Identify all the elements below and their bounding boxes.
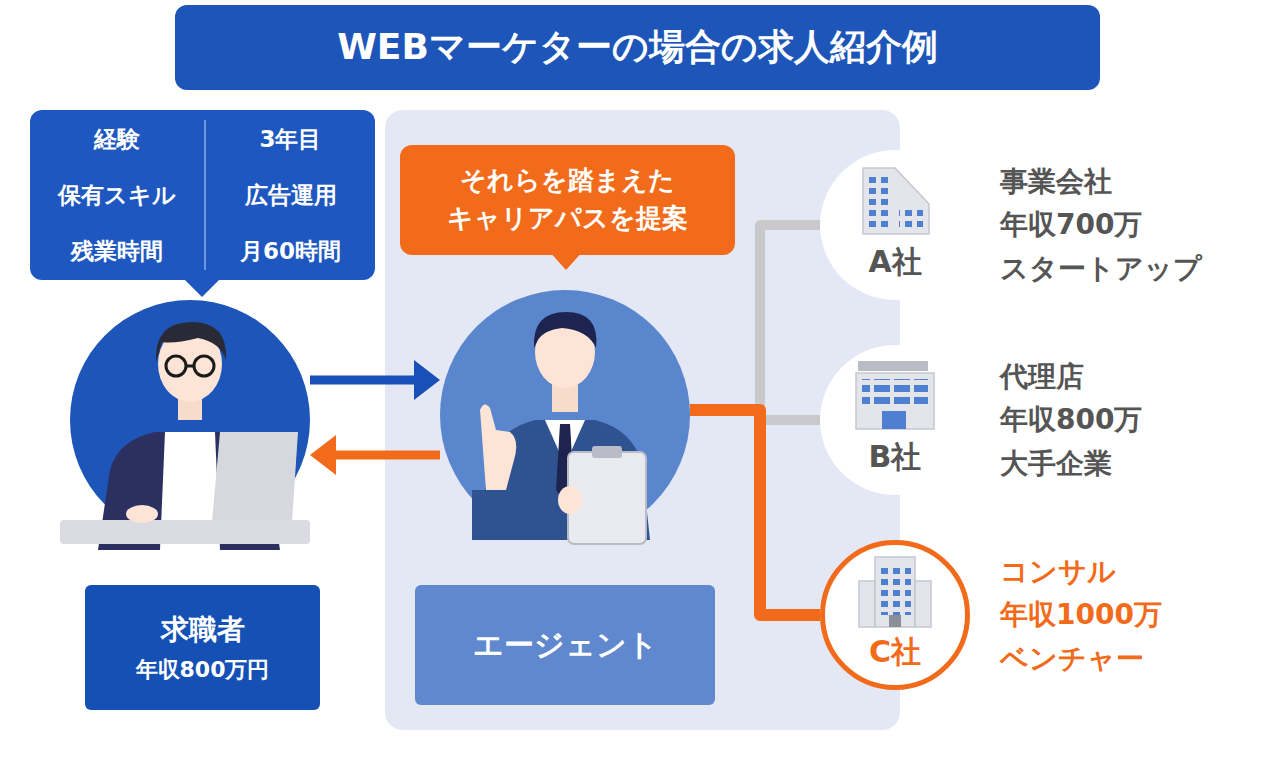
building-icon (855, 164, 935, 236)
proposal-callout: それらを踏まえた キャリアパスを提案 (400, 145, 735, 255)
job-seeker-text: 年収800万円 (136, 655, 270, 685)
table-cell: 経験 (30, 111, 204, 167)
title-banner: WEBマーケターの場合の求人紹介例 (175, 5, 1100, 90)
company-description: 事業会社 年収700万 スタートアップ (1000, 160, 1202, 290)
table-divider (204, 120, 206, 270)
company-name: A社 (820, 242, 970, 283)
job-seeker-text: 求職者 (161, 611, 245, 649)
connector-line (332, 451, 440, 460)
company-circle: B社代理店 年収800万 大手企業 (820, 345, 970, 495)
proposal-callout-text: それらを踏まえた キャリアパスを提案 (447, 162, 688, 237)
seeker-label-box: 求職者年収800万円 (85, 585, 320, 710)
building-icon (855, 555, 935, 631)
connector-line (310, 376, 418, 385)
connector (310, 435, 440, 475)
company-circle: A社事業会社 年収700万 スタートアップ (820, 150, 970, 300)
job-seeker-illustration (70, 300, 310, 550)
table-cell: 保有スキル (30, 167, 204, 223)
job-seeker: 求職者年収800万円 (70, 300, 310, 710)
agent-text: エージェント (473, 625, 658, 666)
building-icon (852, 359, 938, 431)
info-table: 経験 3年目保有スキル 広告運用残業時間 月60時間 (30, 110, 375, 280)
table-cell-text: 経験 (94, 124, 140, 155)
company-description: 代理店 年収800万 大手企業 (1000, 355, 1142, 485)
table-cell: 月60時間 (206, 223, 375, 279)
table-cell: 3年目 (206, 111, 375, 167)
table-cell-text: 3年目 (259, 124, 321, 155)
company-name: C社 (825, 632, 965, 673)
arrow-head (310, 435, 336, 475)
connector (310, 360, 440, 400)
table-cell-text: 保有スキル (58, 180, 176, 211)
agent: エージェント (440, 290, 690, 710)
arrow-head (414, 360, 440, 400)
agent-label-box: エージェント (415, 585, 715, 705)
agent-illustration (440, 290, 690, 550)
table-cell: 広告運用 (206, 167, 375, 223)
company-circle: C社コンサル 年収1000万 ベンチャー (820, 540, 970, 690)
company-name: B社 (820, 437, 970, 478)
company-description: コンサル 年収1000万 ベンチャー (1000, 550, 1162, 680)
table-cell-text: 残業時間 (71, 236, 163, 267)
table-cell: 残業時間 (30, 223, 204, 279)
title-text: WEBマーケターの場合の求人紹介例 (337, 23, 938, 72)
table-cell-text: 月60時間 (240, 236, 341, 267)
table-cell-text: 広告運用 (245, 180, 337, 211)
